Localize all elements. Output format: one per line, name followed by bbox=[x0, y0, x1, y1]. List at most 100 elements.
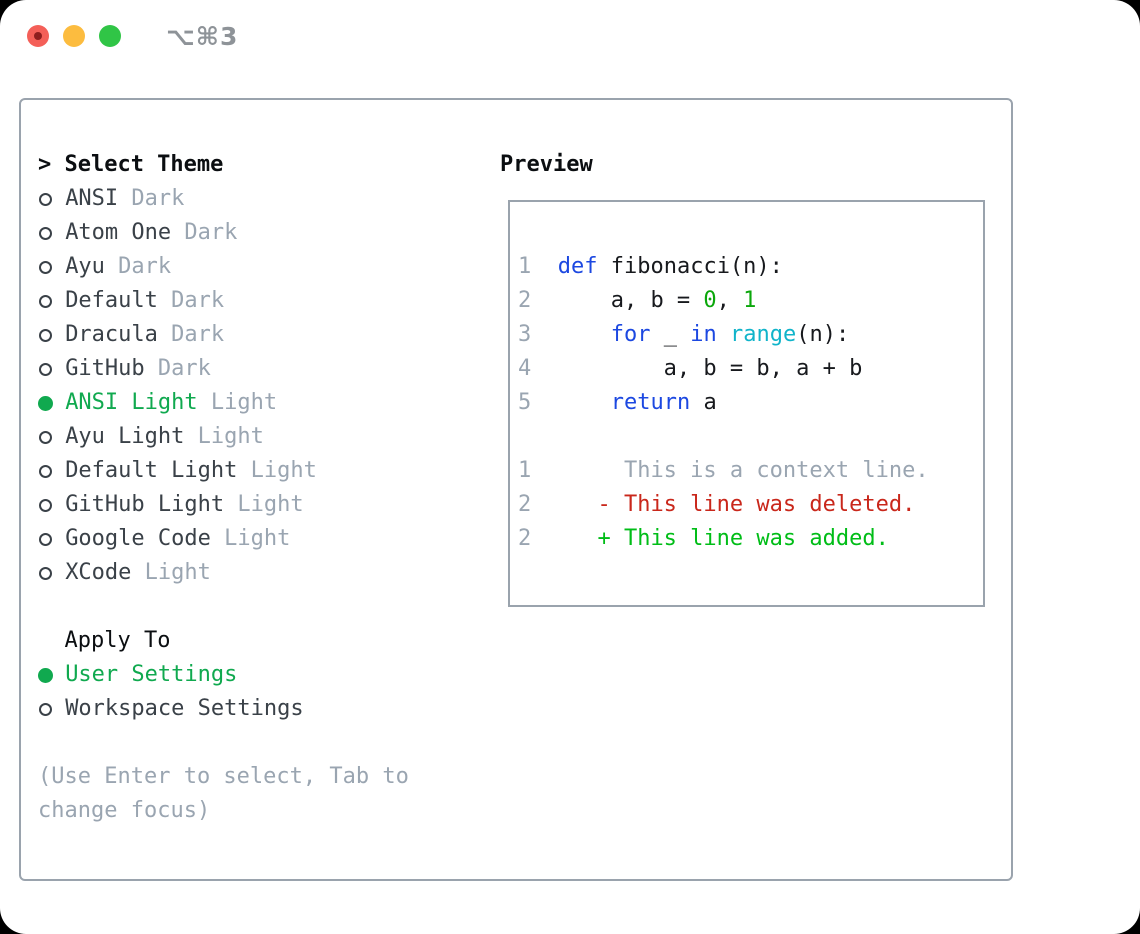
code-line: 2 + This line was added. bbox=[518, 522, 975, 556]
theme-option-ayu-light[interactable]: Ayu Light Light bbox=[38, 420, 435, 454]
code-token-keyword: return bbox=[610, 390, 691, 415]
hint-text: (Use Enter to select, Tab to change focu… bbox=[38, 764, 409, 823]
code-token-plain bbox=[531, 322, 610, 347]
theme-option-atom-one[interactable]: Atom One Dark bbox=[38, 216, 435, 250]
radio-unselected-icon bbox=[38, 192, 52, 206]
radio-unselected-icon bbox=[38, 498, 52, 512]
radio-unselected-icon bbox=[38, 464, 52, 478]
theme-option-label: Ayu Light bbox=[65, 424, 185, 449]
theme-option-label: XCode bbox=[65, 560, 132, 585]
code-token-plain: (n): bbox=[796, 322, 850, 347]
line-number: 2 bbox=[518, 288, 532, 313]
preview-title: Preview bbox=[500, 152, 593, 177]
code-line: 5 return a bbox=[518, 386, 975, 420]
apply-option-workspace-settings[interactable]: Workspace Settings bbox=[38, 692, 435, 726]
theme-variant-badge: Dark bbox=[184, 220, 238, 245]
zoom-button[interactable] bbox=[99, 25, 121, 47]
theme-option-label: Dracula bbox=[65, 322, 158, 347]
prompt-icon: > bbox=[38, 152, 52, 177]
code-token-plain: a, b = b, a + b bbox=[531, 356, 863, 381]
line-number: 4 bbox=[518, 356, 532, 381]
preview-column: Preview 1 def fibonacci(n):2 a, b = 0, 1… bbox=[500, 148, 985, 607]
radio-unselected-icon bbox=[38, 532, 52, 546]
theme-option-label: Google Code bbox=[65, 526, 211, 551]
radio-unselected-icon bbox=[38, 260, 52, 274]
theme-option-xcode[interactable]: XCode Light bbox=[38, 556, 435, 590]
keyboard-shortcut-label: ⌥⌘3 bbox=[166, 22, 239, 51]
theme-option-ansi-light[interactable]: ANSI Light Light bbox=[38, 386, 435, 420]
theme-variant-badge: Dark bbox=[171, 322, 225, 347]
select-theme-header: > Select Theme bbox=[38, 148, 435, 182]
radio-unselected-icon bbox=[38, 702, 52, 716]
apply-option-label: User Settings bbox=[65, 662, 238, 687]
apply-to-header: Apply To bbox=[64, 628, 171, 653]
theme-variant-badge: Light bbox=[250, 458, 317, 483]
theme-option-label: ANSI bbox=[65, 186, 119, 211]
theme-option-google-code[interactable]: Google Code Light bbox=[38, 522, 435, 556]
radio-selected-icon bbox=[38, 667, 53, 683]
code-token-keyword: for bbox=[610, 322, 651, 347]
theme-option-label: Default Light bbox=[65, 458, 238, 483]
theme-variant-badge: Light bbox=[210, 390, 278, 415]
theme-option-label: Default bbox=[65, 288, 158, 313]
theme-option-label: GitHub bbox=[65, 356, 145, 381]
theme-option-label: Ayu bbox=[65, 254, 105, 279]
code-token-plain: , bbox=[716, 288, 744, 313]
code-token-plain bbox=[531, 254, 558, 279]
code-line: 1 def fibonacci(n): bbox=[518, 250, 975, 284]
radio-unselected-icon bbox=[38, 430, 52, 444]
code-token-plain: a bbox=[690, 390, 717, 415]
radio-unselected-icon bbox=[38, 566, 52, 580]
minimize-button[interactable] bbox=[63, 25, 85, 47]
theme-variant-badge: Light bbox=[224, 526, 291, 551]
titlebar: ⌥⌘3 bbox=[0, 0, 1140, 72]
theme-variant-badge: Light bbox=[197, 424, 264, 449]
code-line: 2 - This line was deleted. bbox=[518, 488, 975, 522]
line-number: 5 bbox=[518, 390, 532, 415]
theme-option-label: ANSI Light bbox=[65, 390, 198, 415]
theme-option-label: GitHub Light bbox=[65, 492, 225, 517]
radio-unselected-icon bbox=[38, 362, 52, 376]
line-number: 2 bbox=[518, 526, 532, 551]
line-number: 1 bbox=[518, 458, 532, 483]
theme-option-github[interactable]: GitHub Dark bbox=[38, 352, 435, 386]
theme-variant-badge: Dark bbox=[171, 288, 225, 313]
theme-variant-badge: Dark bbox=[131, 186, 185, 211]
apply-option-user-settings[interactable]: User Settings bbox=[38, 658, 435, 692]
theme-option-default-light[interactable]: Default Light Light bbox=[38, 454, 435, 488]
code-line: 1 This is a context line. bbox=[518, 454, 975, 488]
code-line: 2 a, b = 0, 1 bbox=[518, 284, 975, 318]
theme-option-label: Atom One bbox=[65, 220, 172, 245]
theme-option-default[interactable]: Default Dark bbox=[38, 284, 435, 318]
theme-variant-badge: Dark bbox=[118, 254, 172, 279]
code-token-plain: _ bbox=[650, 322, 691, 347]
code-token-context: This is a context line. bbox=[531, 458, 929, 483]
theme-option-ansi[interactable]: ANSI Dark bbox=[38, 182, 435, 216]
line-number: 2 bbox=[518, 492, 532, 517]
select-theme-title: Select Theme bbox=[64, 152, 224, 177]
theme-option-ayu[interactable]: Ayu Dark bbox=[38, 250, 435, 284]
radio-unselected-icon bbox=[38, 226, 52, 240]
radio-unselected-icon bbox=[38, 328, 52, 342]
code-token-keyword: def bbox=[557, 254, 598, 279]
radio-unselected-icon bbox=[38, 294, 52, 308]
theme-variant-badge: Dark bbox=[157, 356, 211, 381]
close-button[interactable] bbox=[27, 25, 49, 47]
code-line: 3 for _ in range(n): bbox=[518, 318, 975, 352]
theme-variant-badge: Light bbox=[144, 560, 211, 585]
apply-option-label: Workspace Settings bbox=[65, 696, 304, 721]
theme-option-dracula[interactable]: Dracula Dark bbox=[38, 318, 435, 352]
code-token-added: + This line was added. bbox=[531, 526, 889, 551]
code-token-deleted: - This line was deleted. bbox=[531, 492, 916, 517]
code-token-plain: fibonacci(n): bbox=[597, 254, 783, 279]
code-token-number: 0 bbox=[703, 288, 717, 313]
code-token-plain: a, b = bbox=[531, 288, 704, 313]
